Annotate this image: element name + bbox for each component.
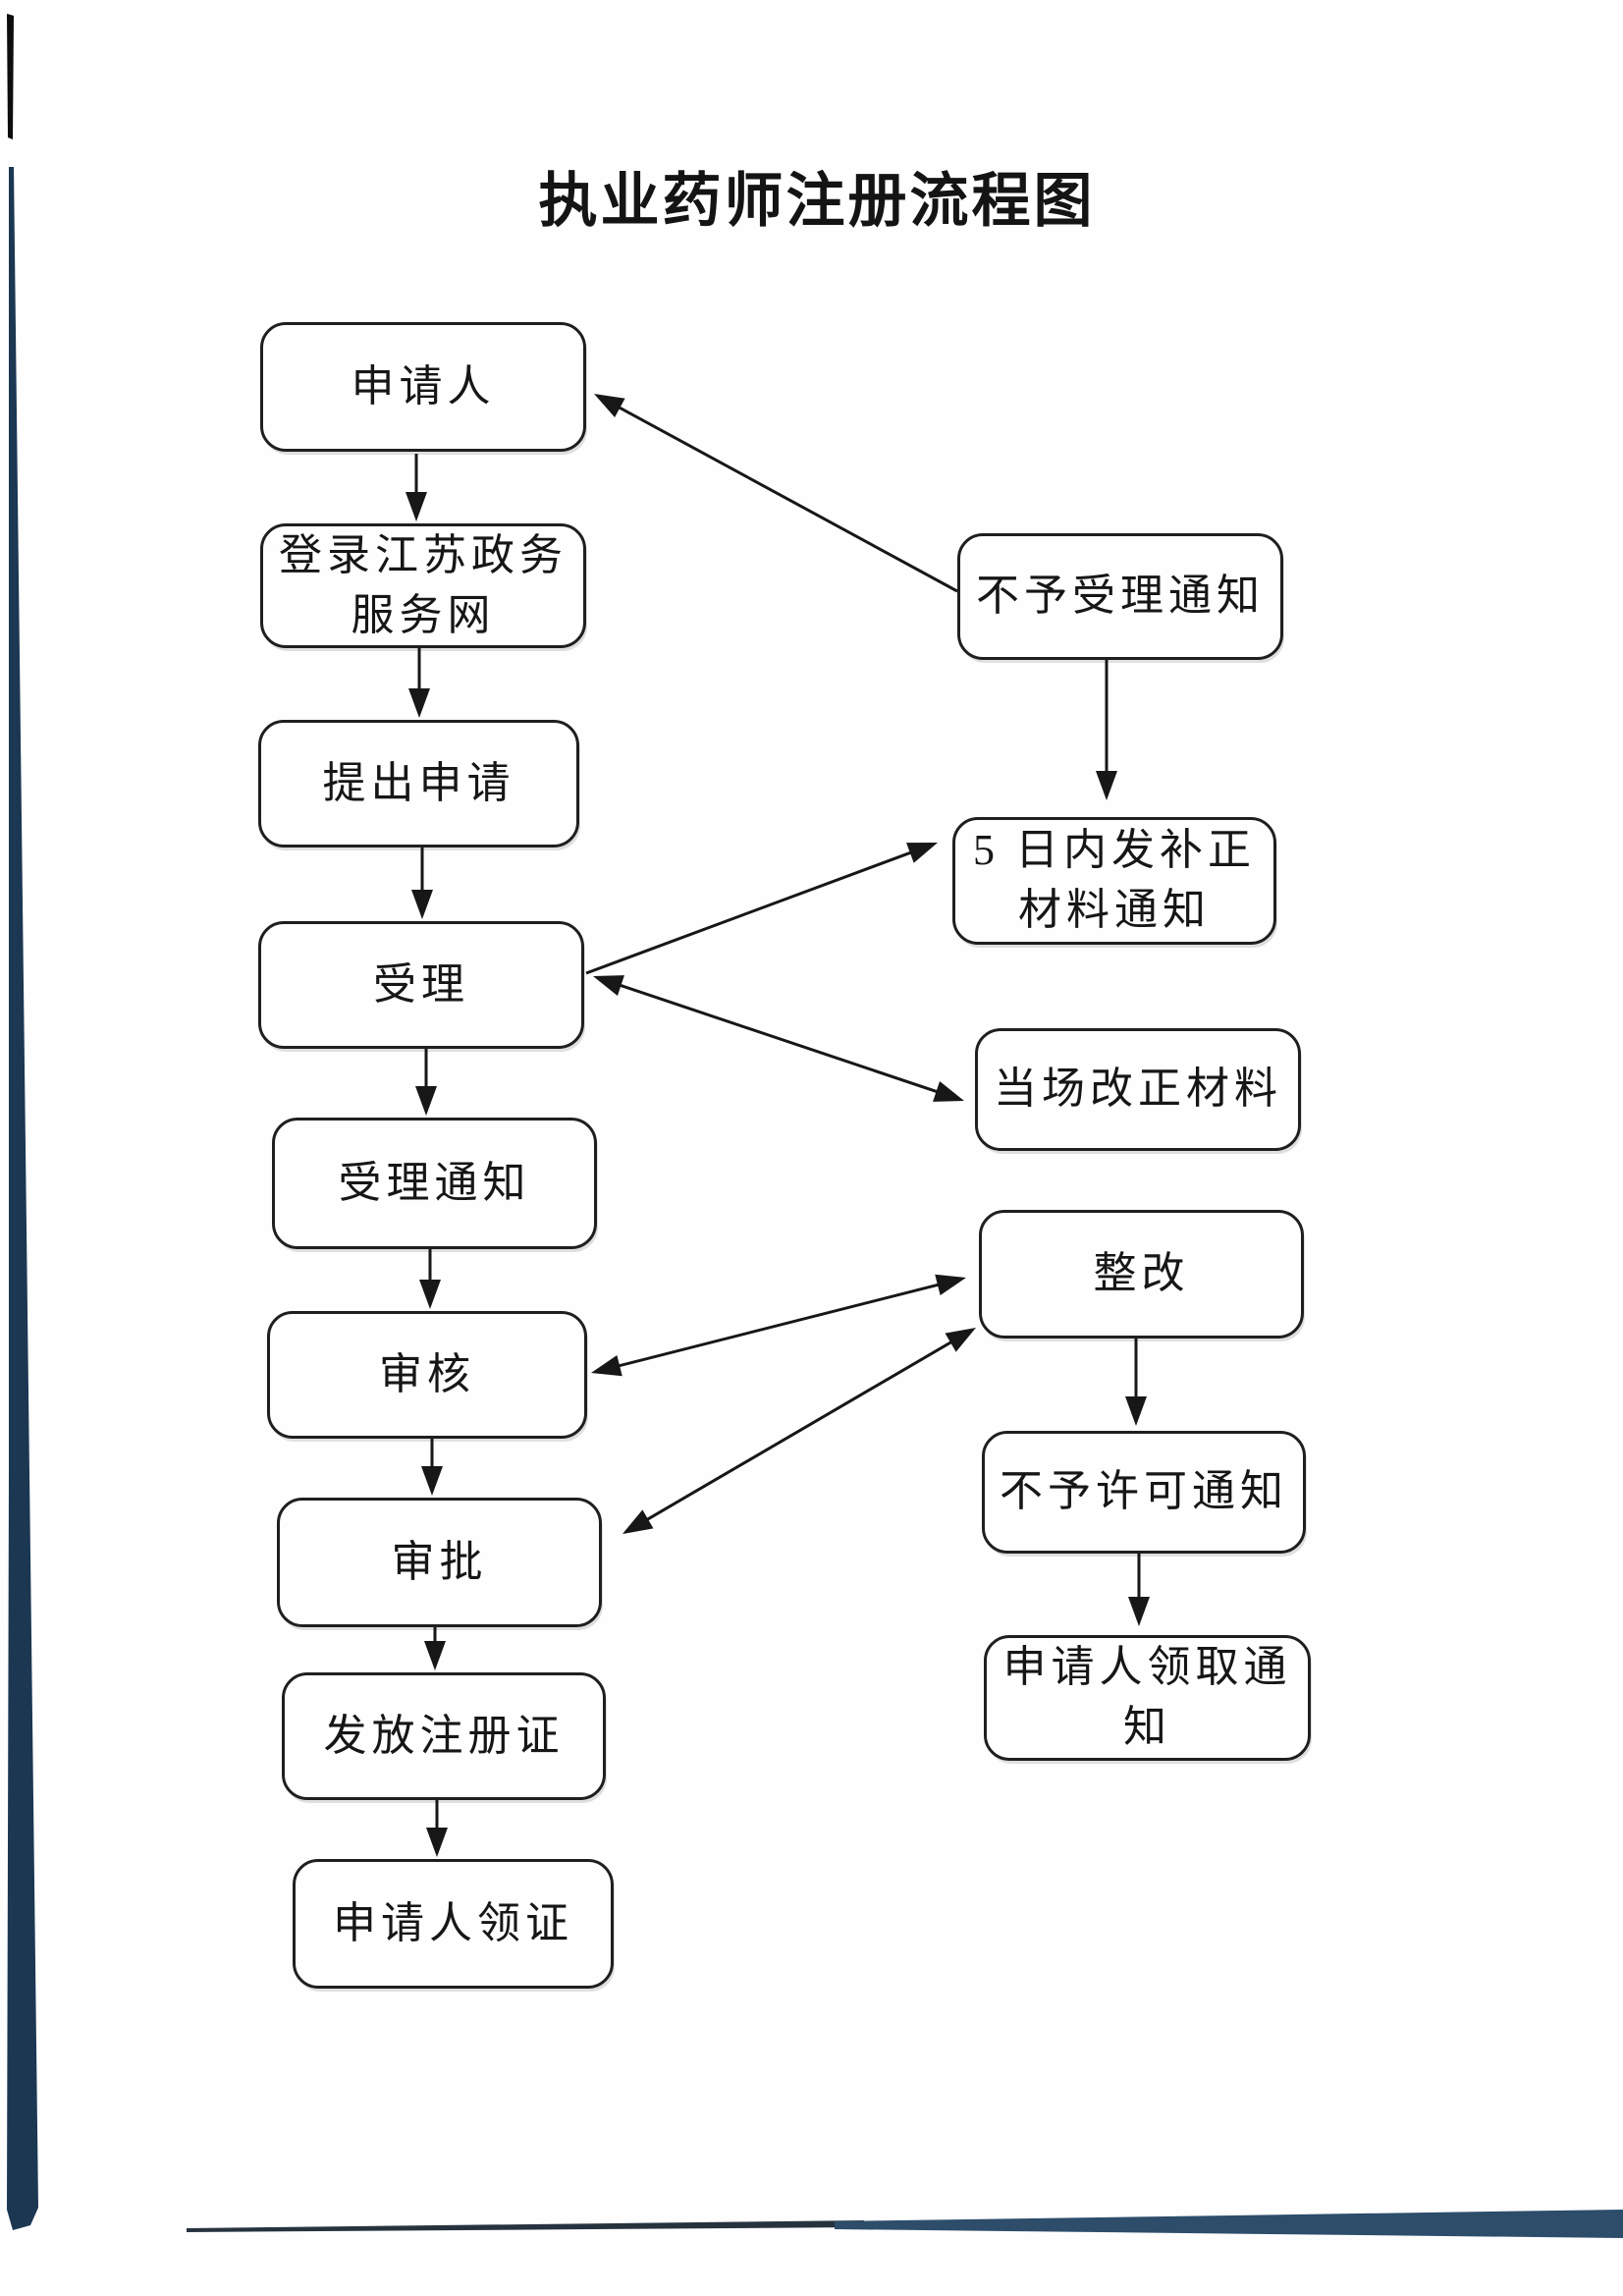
flow-arrowhead <box>906 843 938 863</box>
flow-arrowhead <box>622 1509 654 1534</box>
flow-arrow-line <box>616 405 958 593</box>
flow-arrowhead <box>1096 771 1117 800</box>
binder-top-mark <box>7 14 14 139</box>
flow-node-label: 当场改正材料 <box>994 1065 1282 1114</box>
flow-node-label: 申请人领取通知 <box>1002 1643 1292 1751</box>
flow-node-label: 受理 <box>373 959 469 1009</box>
flow-node-review: 审核 <box>267 1311 587 1439</box>
flow-node-non-acceptance-notice: 不予受理通知 <box>957 533 1283 660</box>
flow-arrowhead <box>408 688 430 718</box>
flow-node-label: 受理通知 <box>338 1158 531 1207</box>
flow-arrowhead <box>933 1081 964 1102</box>
flow-arrowhead <box>591 1354 622 1377</box>
flow-arrowhead <box>1128 1597 1150 1626</box>
flow-arrowhead <box>406 492 427 521</box>
flow-arrowhead <box>945 1328 976 1352</box>
flow-node-label: 审批 <box>391 1537 488 1586</box>
flow-arrow-line <box>643 1339 955 1523</box>
flow-arrowhead <box>1125 1396 1147 1426</box>
flow-arrowhead <box>411 890 433 919</box>
left-page-edge <box>7 167 38 2230</box>
flow-node-label: 申请人领证 <box>333 1898 573 1947</box>
flow-arrowhead <box>935 1274 966 1296</box>
flow-arrowhead <box>424 1641 446 1670</box>
flow-node-submit-application: 提出申请 <box>258 720 579 847</box>
flow-node-non-permission-notice: 不予许可通知 <box>982 1431 1306 1554</box>
flow-arrowhead <box>421 1466 443 1496</box>
flow-node-applicant: 申请人 <box>260 322 586 452</box>
flow-arrow-line <box>617 982 941 1095</box>
flow-arrowhead <box>426 1828 448 1857</box>
bottom-page-edge-left <box>187 2220 864 2232</box>
flow-node-label: 不予许可通知 <box>1000 1467 1288 1516</box>
flow-node-issue-certificate: 发放注册证 <box>282 1672 606 1800</box>
flow-node-label: 提出申请 <box>322 758 515 807</box>
flow-arrowhead <box>593 975 624 996</box>
flow-node-label: 不予受理通知 <box>976 572 1265 621</box>
flow-node-applicant-takes-notice: 申请人领取通知 <box>984 1635 1311 1761</box>
flow-node-label: 登录江苏政务 服务网 <box>279 530 568 639</box>
flow-node-applicant-gets-cert: 申请人领证 <box>293 1859 614 1989</box>
flow-arrowhead <box>419 1280 441 1309</box>
flow-arrow-line <box>615 1282 943 1369</box>
bottom-page-edge-right <box>835 2210 1623 2238</box>
flow-node-label: 5 日内发补正 材料通知 <box>973 826 1256 934</box>
flow-node-label: 发放注册证 <box>323 1711 565 1760</box>
flow-node-acceptance: 受理 <box>258 921 584 1049</box>
flow-arrowhead <box>594 394 625 417</box>
flow-node-supplement-notice: 5 日内发补正 材料通知 <box>952 817 1276 945</box>
flow-node-approval: 审批 <box>277 1498 602 1627</box>
page-title: 执业药师注册流程图 <box>538 169 1096 234</box>
flow-node-label: 整改 <box>1093 1249 1190 1298</box>
flow-node-onsite-correction: 当场改正材料 <box>975 1028 1301 1151</box>
flow-node-acceptance-notice: 受理通知 <box>272 1118 597 1249</box>
flow-node-rectification: 整改 <box>979 1210 1304 1339</box>
flow-node-label: 申请人 <box>351 361 496 410</box>
flow-node-label: 审核 <box>379 1349 475 1398</box>
flow-arrowhead <box>415 1086 437 1116</box>
flow-arrow-line <box>585 849 915 975</box>
flow-node-login-portal: 登录江苏政务 服务网 <box>260 523 586 648</box>
